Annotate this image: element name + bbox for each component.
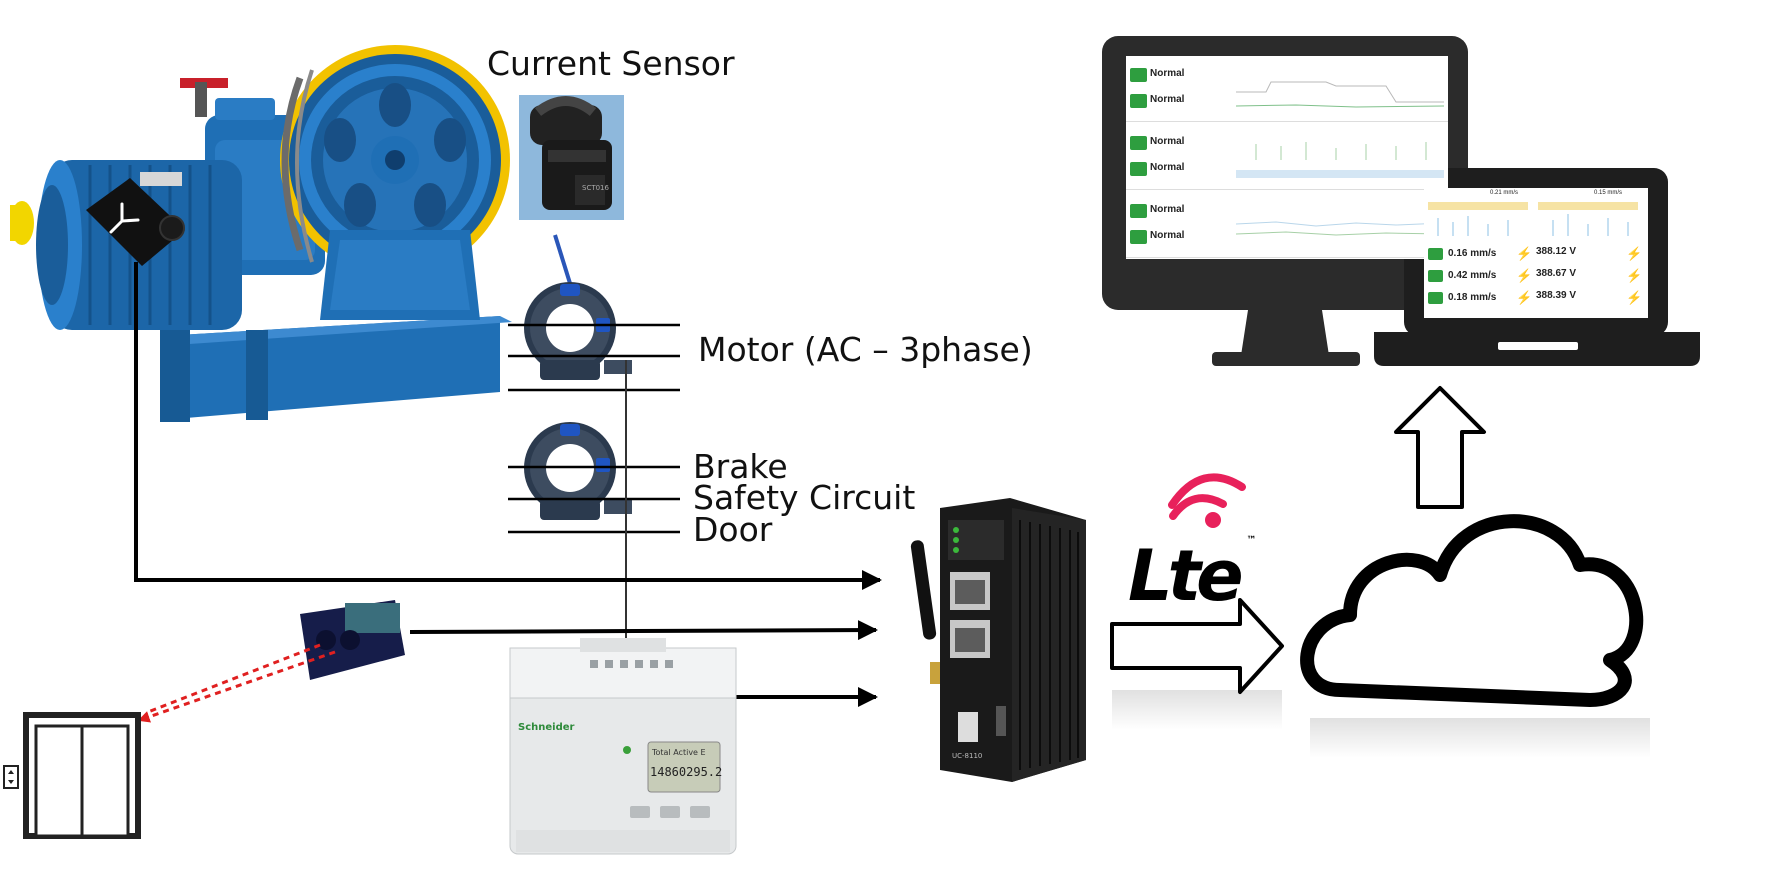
- velocity-value: 0.16 mm/s: [1448, 248, 1497, 259]
- door-label: Door: [693, 510, 773, 549]
- status-icon: [1428, 270, 1443, 282]
- status-text: Normal: [1150, 230, 1185, 241]
- dashboard-row: Normal Normal: [1126, 56, 1448, 122]
- lte-trademark: ™: [1246, 535, 1257, 546]
- voltage-value: 388.12 V: [1536, 246, 1577, 257]
- header-velocity-2: 0.15 mm/s: [1594, 190, 1623, 196]
- velocity-value: 0.42 mm/s: [1448, 270, 1497, 281]
- status-icon: [1130, 68, 1147, 82]
- ct-clamp-brake: [524, 422, 632, 520]
- bolt-icon: ⚡: [1626, 268, 1643, 283]
- status-icon: [1130, 230, 1147, 244]
- iot-gateway-device: [910, 498, 1086, 782]
- trend-chart: [1236, 142, 1444, 178]
- voltage-value: 388.39 V: [1536, 290, 1577, 301]
- brake-label: Brake: [693, 447, 788, 486]
- trend-chart: [1236, 221, 1444, 236]
- bolt-icon: ⚡: [1626, 246, 1643, 261]
- motor-label: Motor (AC – 3phase): [698, 330, 1033, 369]
- cloud-icon: [1300, 514, 1650, 758]
- laser-beam-2: [147, 643, 321, 714]
- bolt-icon: ⚡: [1516, 290, 1533, 305]
- vibration-sensor-icon: [86, 178, 185, 266]
- traction-machine-illustration: [10, 45, 512, 422]
- dashboard-row: Normal Normal: [1126, 192, 1448, 258]
- lte-signal-icon: [1168, 473, 1246, 528]
- data-flow-arrows: [134, 262, 882, 707]
- status-text: Normal: [1150, 94, 1185, 105]
- cloud-to-dashboard-arrow: [1394, 386, 1486, 509]
- bolt-icon: ⚡: [1516, 246, 1533, 261]
- lte-text: Lte: [1128, 535, 1244, 617]
- monitor-dashboard-screen: Normal Normal Normal Normal Normal Norma…: [1126, 56, 1448, 259]
- laser-beam-1: [137, 650, 336, 723]
- current-sensor-photo: SCT016: [519, 95, 624, 220]
- status-icon: [1428, 292, 1443, 304]
- status-text: Normal: [1150, 68, 1185, 79]
- status-icon: [1130, 162, 1147, 176]
- status-text: Normal: [1150, 136, 1185, 147]
- ct-clamp-motor: [524, 282, 632, 380]
- dashboard-row: Normal Normal: [1126, 124, 1448, 190]
- energy-meter-device: [509, 638, 737, 855]
- trend-chart: [1236, 81, 1444, 108]
- elevator-door-icon: [3, 712, 141, 839]
- gateway-model: UC-8110: [952, 752, 982, 760]
- door-sensor-device: [300, 600, 405, 680]
- bolt-icon: ⚡: [1626, 290, 1643, 305]
- laptop-trend-chart: [1428, 202, 1638, 236]
- conductor-lines: [508, 323, 680, 534]
- meter-display-header: Total Active E: [651, 748, 706, 757]
- svg-text:SCT016: SCT016: [582, 184, 610, 192]
- laptop-dashboard-screen: 0.21 mm/s 0.15 mm/s 0.16 mm/s 0.42 mm/s …: [1424, 188, 1648, 318]
- safety-circuit-label: Safety Circuit: [693, 478, 916, 517]
- meter-brand: Schneider: [518, 722, 575, 733]
- velocity-value: 0.18 mm/s: [1448, 292, 1497, 303]
- status-text: Normal: [1150, 162, 1185, 173]
- voltage-value: 388.67 V: [1536, 268, 1577, 279]
- status-icon: [1428, 248, 1443, 260]
- current-sensor-label: Current Sensor: [487, 44, 735, 83]
- status-icon: [1130, 204, 1147, 218]
- status-icon: [1130, 94, 1147, 108]
- bolt-icon: ⚡: [1516, 268, 1533, 283]
- lte-to-cloud-arrow: [1110, 598, 1284, 730]
- status-icon: [1130, 136, 1147, 150]
- status-text: Normal: [1150, 204, 1185, 215]
- header-velocity: 0.21 mm/s: [1490, 190, 1519, 196]
- meter-display-reading: 14860295.2: [650, 765, 722, 779]
